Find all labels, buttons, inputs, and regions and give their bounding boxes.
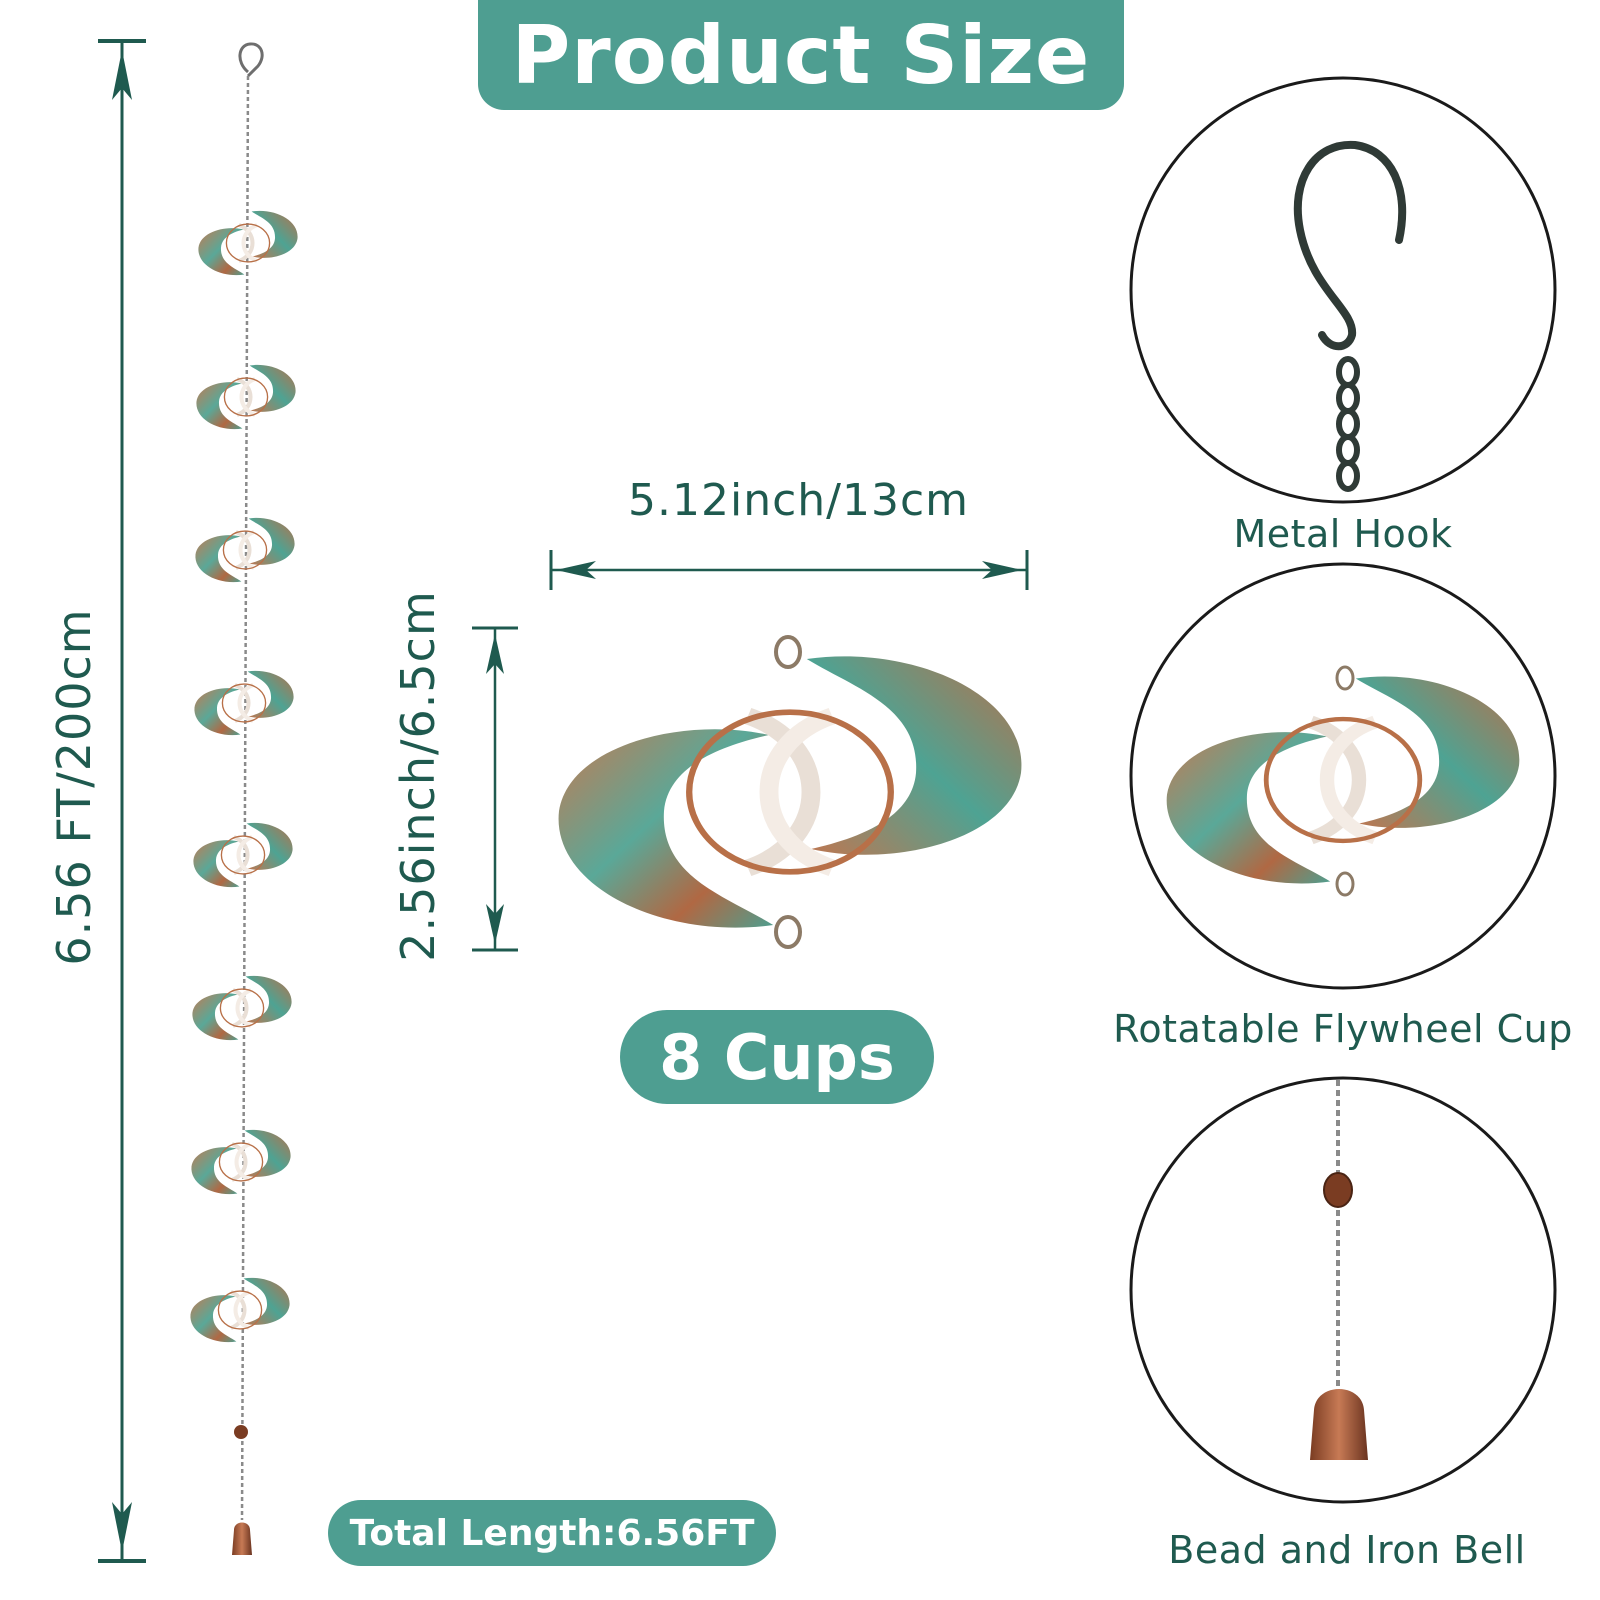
- full-product-chain: [190, 42, 297, 1555]
- bell-callout-circle: [1129, 1076, 1557, 1504]
- total-height-label: 6.56 FT/200cm: [47, 608, 101, 966]
- total-length-badge: Total Length:6.56FT: [328, 1500, 776, 1566]
- width-label: 5.12inch/13cm: [628, 475, 970, 526]
- product-size-title: Product Size: [478, 0, 1124, 110]
- flywheel-cup-label: Rotatable Flywheel Cup: [1113, 1007, 1573, 1051]
- total-height-dimension: [98, 39, 146, 1563]
- cup-height-dimension: [472, 626, 518, 952]
- cup-height-label: 2.56inch/6.5cm: [391, 590, 445, 962]
- bead-bell-label: Bead and Iron Bell: [1168, 1528, 1526, 1572]
- cups-count-badge: 8 Cups: [620, 1010, 934, 1104]
- cup-callout-circle: [1129, 562, 1557, 990]
- hook-callout-circle: [1129, 76, 1557, 504]
- width-dimension: [549, 550, 1029, 590]
- metal-hook-label: Metal Hook: [1233, 512, 1453, 556]
- large-cup-image: [559, 635, 1022, 949]
